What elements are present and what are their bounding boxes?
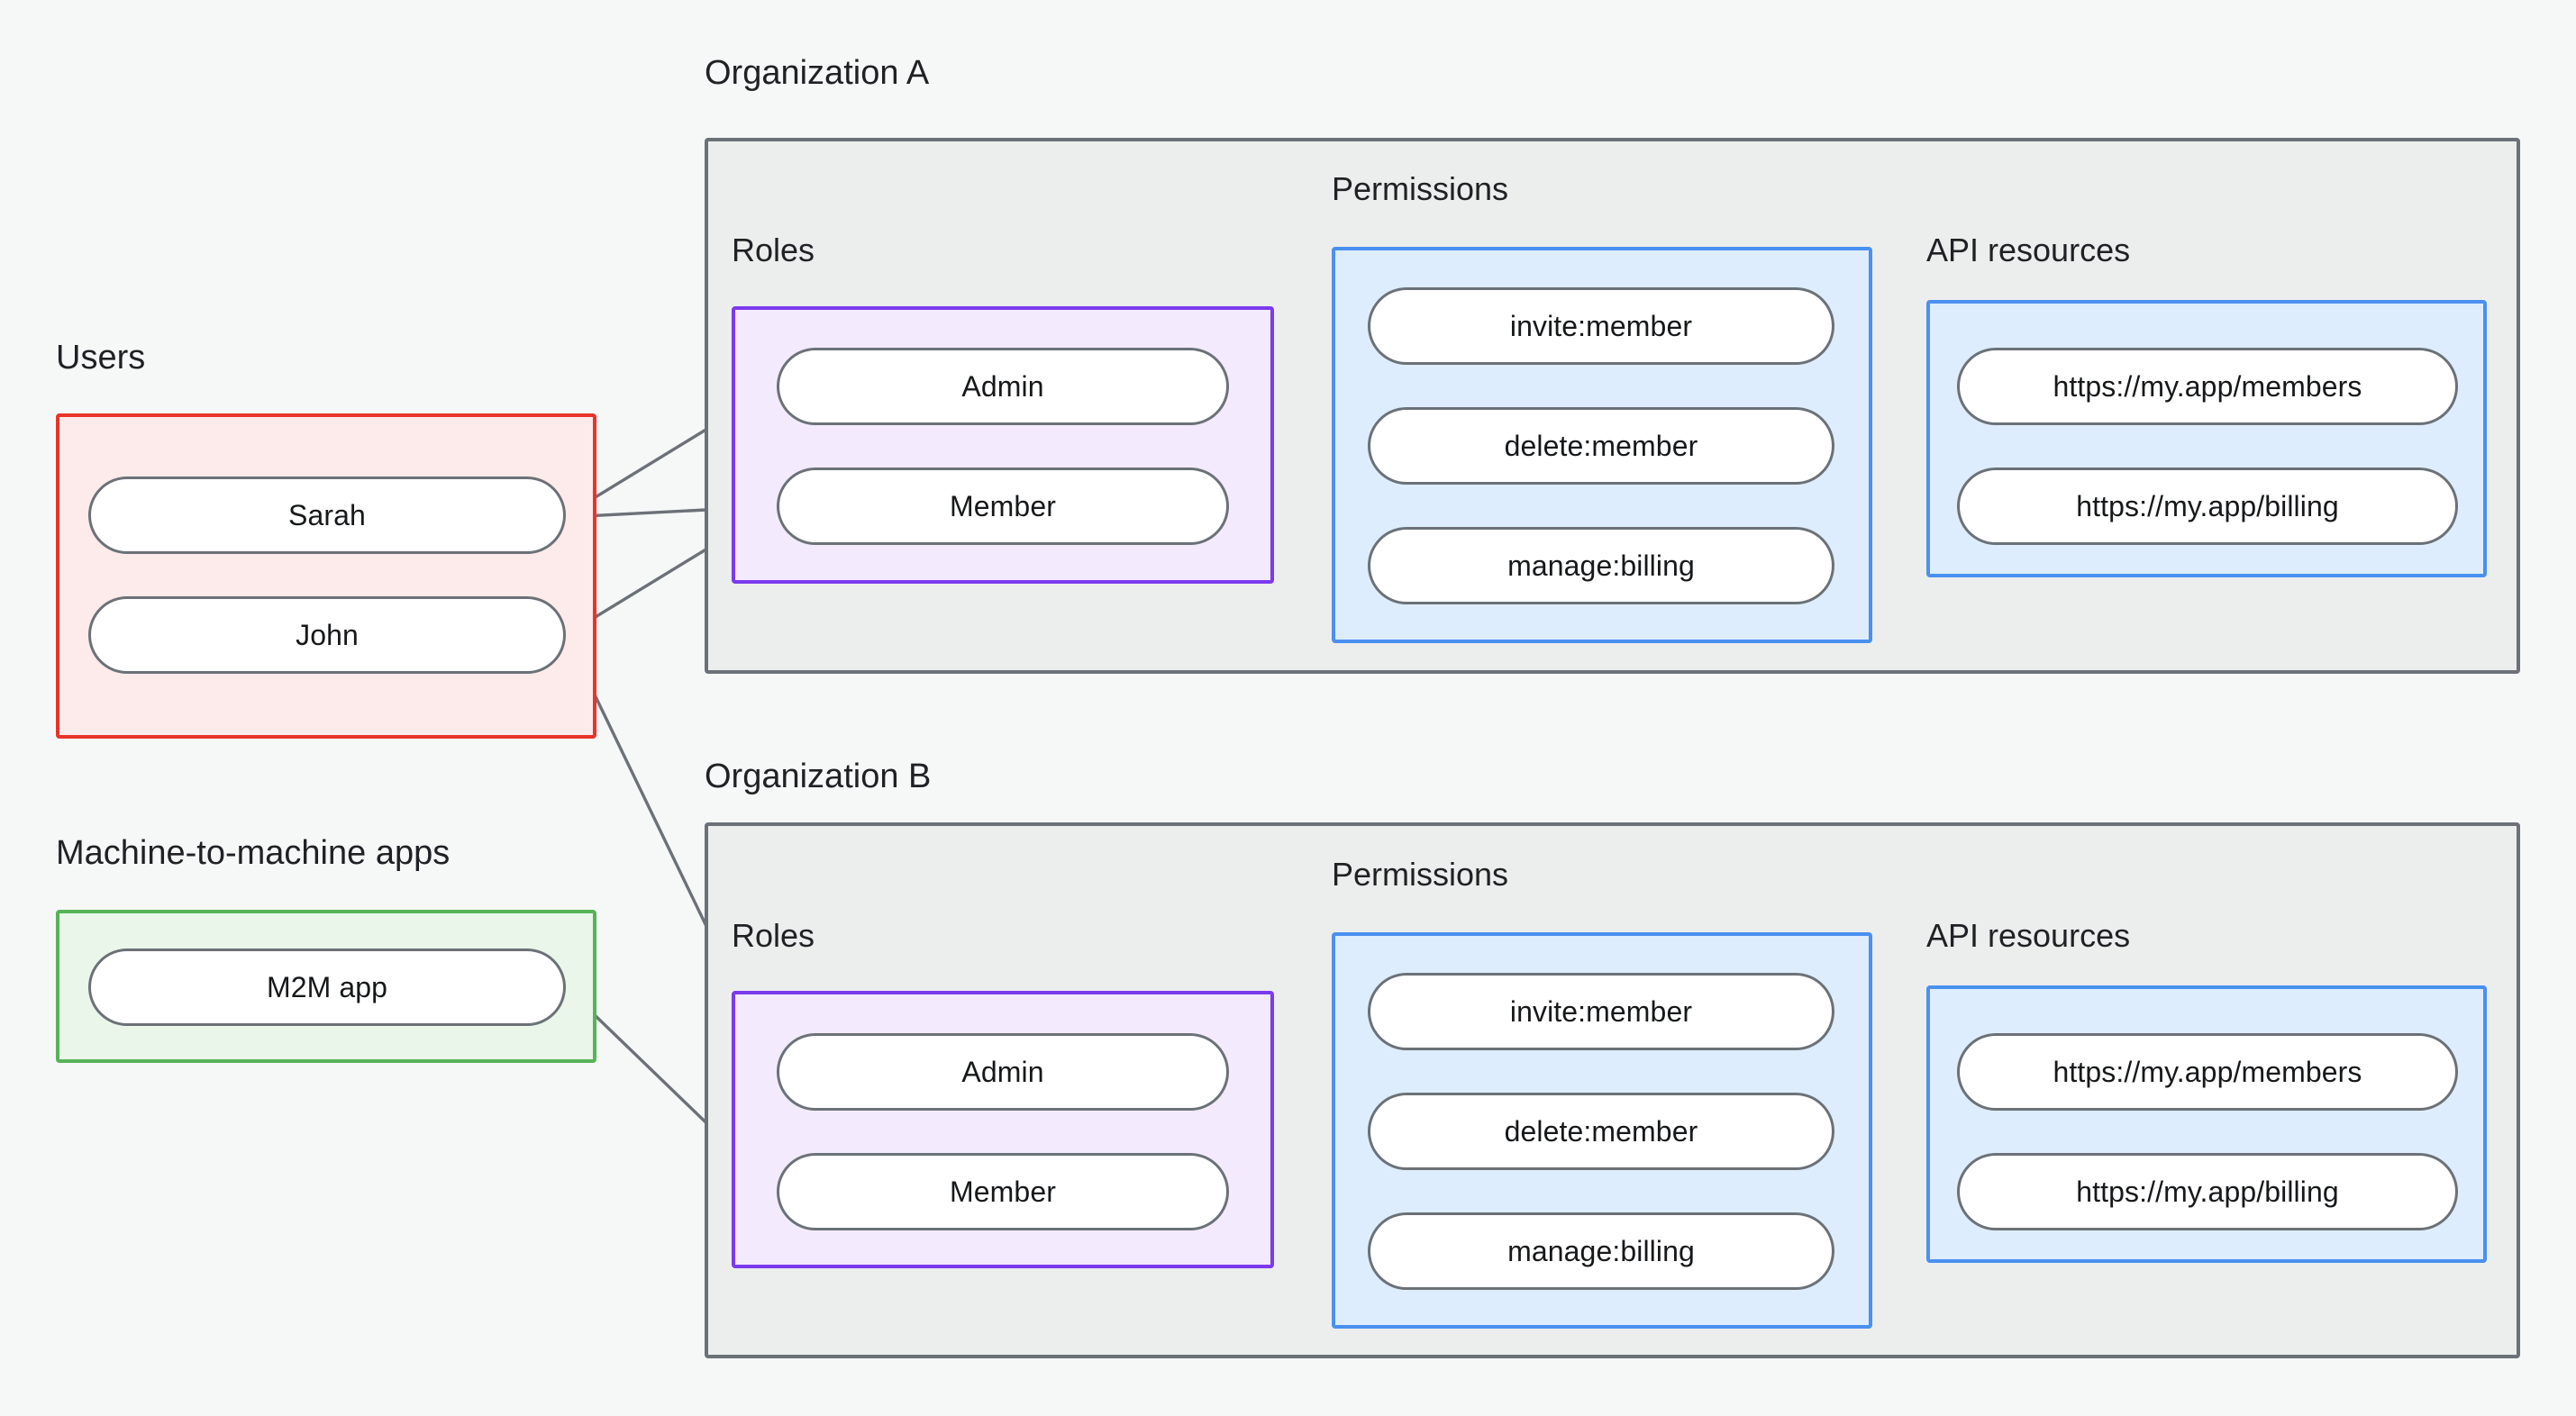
org-a-permission-delete-member[interactable]: delete:member	[1368, 407, 1834, 485]
org-b-role-member[interactable]: Member	[777, 1153, 1229, 1230]
org-b-roles-title: Roles	[732, 917, 815, 954]
org-a-api-resource-members[interactable]: https://my.app/members	[1957, 348, 2458, 425]
user-john[interactable]: John	[88, 596, 566, 674]
org-b-api-resource-members[interactable]: https://my.app/members	[1957, 1033, 2458, 1111]
org-b-api-resources-title: API resources	[1926, 917, 2131, 954]
org-b-permissions-title: Permissions	[1332, 856, 1509, 893]
org-b-permission-manage-billing[interactable]: manage:billing	[1368, 1212, 1834, 1290]
users-box	[56, 413, 596, 739]
org-a-permissions-title: Permissions	[1332, 170, 1509, 207]
org-b-role-admin[interactable]: Admin	[777, 1033, 1229, 1111]
user-sarah[interactable]: Sarah	[88, 477, 566, 554]
org-b-api-resource-billing[interactable]: https://my.app/billing	[1957, 1153, 2458, 1230]
org-a-api-resources-title: API resources	[1926, 231, 2131, 268]
org-b-permission-invite-member[interactable]: invite:member	[1368, 973, 1834, 1050]
org-a-title: Organization A	[705, 54, 930, 92]
m2m-app[interactable]: M2M app	[88, 949, 566, 1026]
org-b-permission-delete-member[interactable]: delete:member	[1368, 1093, 1834, 1170]
org-a-role-admin[interactable]: Admin	[777, 348, 1229, 425]
users-title: Users	[56, 339, 146, 377]
org-b-title: Organization B	[705, 758, 932, 795]
org-a-roles-title: Roles	[732, 231, 815, 268]
org-a-api-resource-billing[interactable]: https://my.app/billing	[1957, 467, 2458, 545]
org-a-permission-invite-member[interactable]: invite:member	[1368, 287, 1834, 365]
m2m-title: Machine-to-machine apps	[56, 834, 451, 872]
org-a-permission-manage-billing[interactable]: manage:billing	[1368, 527, 1834, 604]
org-a-role-member[interactable]: Member	[777, 467, 1229, 545]
